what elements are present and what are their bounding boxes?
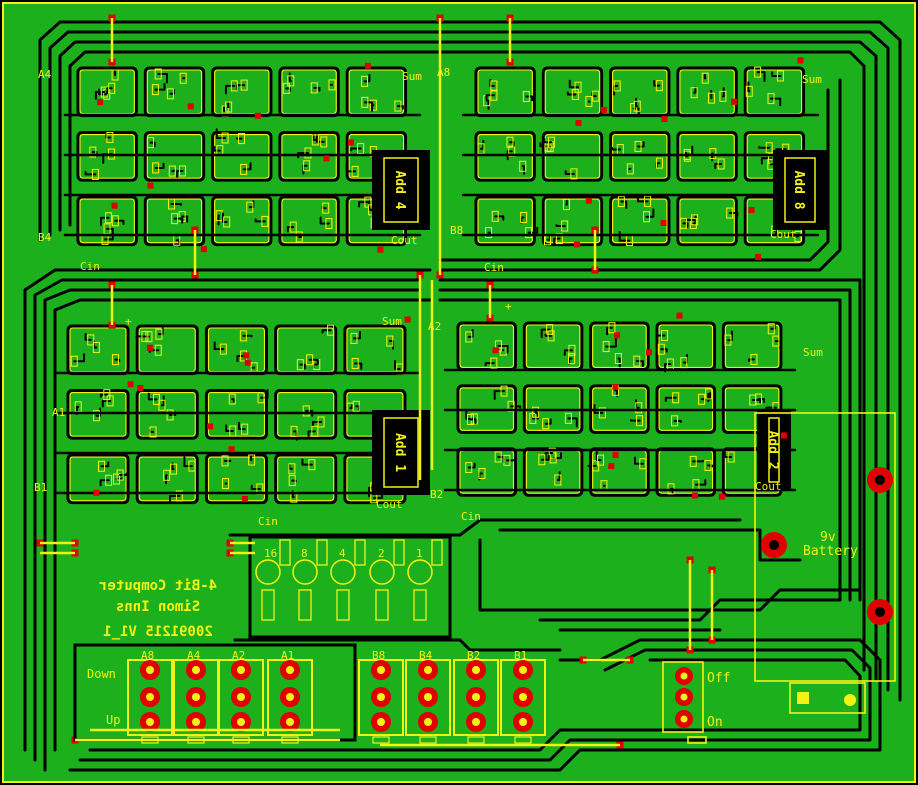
switch-label-b2: B2 [467,649,480,662]
label-cout-8: Cout [770,228,797,241]
switch-label-b8: B8 [372,649,385,662]
label-b8: B8 [450,224,463,237]
switch-a1[interactable]: A1 [267,649,313,744]
resistor-4 [336,589,350,621]
adder-2-chip-label: Add 2 [765,430,780,469]
adder-4-chip [372,150,430,230]
label-a8: A8 [437,66,450,79]
switch-label-a1: A1 [281,649,294,662]
bus-traces [23,20,902,772]
adder-4-chip-label: Add 4 [392,170,407,209]
switch-b4[interactable]: B4 [405,649,451,744]
label-a1: A1 [52,406,65,419]
power-switch: Off On [662,661,730,744]
led-1 [407,559,433,585]
title-line-1: 4-Bit Computer [99,578,217,594]
led-label-16: 16 [264,547,277,560]
adder-8-chip [773,150,827,230]
yellow-wires [40,18,714,747]
label-cin-4: Cin [80,260,100,273]
label-a2: A2 [428,320,441,333]
label-plus-2: + [505,300,512,313]
label-sum-4: Sum [402,70,422,83]
led-8 [292,559,318,585]
label-b1: B1 [34,481,47,494]
label-b2: B2 [430,488,443,501]
switch-b2[interactable]: B2 [453,649,499,744]
label-sum-2: Sum [803,346,823,359]
resistor-2 [375,589,389,621]
label-cin-2: Cin [461,510,481,523]
switch-a8[interactable]: A8 [127,649,173,744]
switch-label-a2: A2 [232,649,245,662]
switch-b1[interactable]: B1 [500,649,546,744]
label-cout-2: Cout [755,480,782,493]
adder-8-chip-label: Add 8 [791,170,806,209]
led-label-2: 2 [378,547,385,560]
adder-1-chip-label: Add 1 [392,433,407,472]
resistor-1 [413,589,427,621]
label-sum-1: Sum [382,315,402,328]
switch-label-b1: B1 [514,649,527,662]
label-cin-8: Cin [484,261,504,274]
power-on-label: On [707,715,723,730]
label-cout-1: Cout [376,498,403,511]
output-led-row: 16 8 4 2 1 [248,535,452,639]
led-2 [369,559,395,585]
battery-label: Battery [803,544,858,559]
battery-holder: 9v Battery [754,412,896,714]
switch-label-a8: A8 [141,649,154,662]
label-down: Down [87,667,116,681]
switch-label-b4: B4 [419,649,433,662]
led-label-1: 1 [416,547,423,560]
switch-b8[interactable]: B8 [358,649,404,744]
label-cin-1: Cin [258,515,278,528]
adder-1-block: Add 1 [53,324,430,505]
battery-voltage-label: 9v [820,530,836,545]
led-16 [255,559,281,585]
led-label-4: 4 [339,547,346,560]
adder-4-block: Add 4 [63,66,430,248]
switch-a2[interactable]: A2 [218,649,264,744]
resistor-16 [261,589,275,621]
adder-8-block: Add 8 [461,66,827,247]
adder-2-block: Add 2 [443,321,797,497]
adder-2-chip [757,410,791,490]
label-a4: A4 [38,68,52,81]
resistor-8 [298,589,312,621]
led-label-8: 8 [301,547,308,560]
label-sum-8: Sum [802,73,822,86]
label-b4: B4 [38,231,52,244]
label-cout-4: Cout [391,234,418,247]
title-line-3: 20091215 V1_1 [103,624,213,640]
silkscreen-labels: A4 B4 Sum Cout Cin A8 B8 Sum Cout Cin A1… [34,66,823,528]
label-up: Up [106,713,120,727]
power-off-label: Off [707,671,730,686]
switch-label-a4: A4 [187,649,201,662]
label-plus-1: + [125,315,132,328]
title-line-2: Simon Inns [116,599,200,615]
led-4 [330,559,356,585]
